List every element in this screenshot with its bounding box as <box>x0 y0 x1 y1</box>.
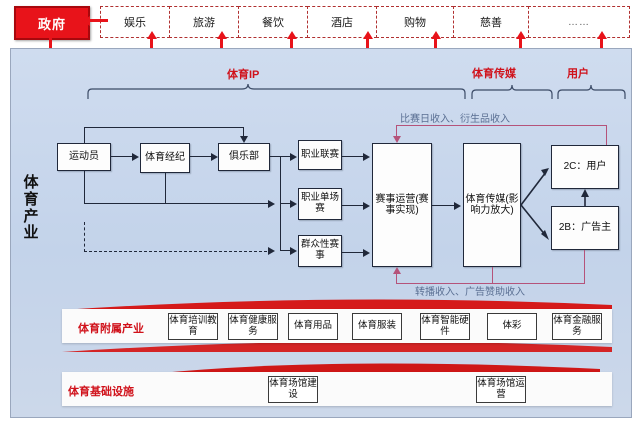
revenue-bottom-right-leg <box>584 250 586 283</box>
group-label-users: 用户 <box>567 68 589 80</box>
arrow-up-hotel <box>362 31 373 52</box>
link-athlete-over-club <box>84 127 244 129</box>
node-mass-event: 群众性赛事 <box>298 235 342 267</box>
node-2b-advertiser: 2B：广告主 <box>551 206 619 250</box>
arrowhead-prosingle-ops <box>363 201 370 210</box>
link-athlete-agency <box>111 156 132 158</box>
revenue-bottom-mid-leg <box>492 267 494 283</box>
link-athlete-massevent-dashed <box>84 251 272 252</box>
segment-catering: 餐饮 <box>238 6 308 38</box>
revenue-top-arrowhead <box>392 136 401 143</box>
revenue-bottom-line <box>396 283 585 285</box>
arrowhead-athlete-prosingle <box>268 199 275 208</box>
revenue-bottom-label: 转播收入、广告赞助收入 <box>415 287 525 298</box>
link-club-prosingle <box>280 203 290 205</box>
arrowhead-proleague-ops <box>363 152 370 161</box>
arrowhead-club-massevent <box>290 246 297 255</box>
revenue-top-line <box>396 125 607 127</box>
arrowhead-agency-club <box>211 152 218 161</box>
link-athlete-down <box>84 171 86 204</box>
link-athlete-up <box>84 127 86 143</box>
infrastructure-item-construction: 体育场馆建设 <box>268 376 318 403</box>
sports-industry-panel <box>10 48 632 418</box>
group-label-sports-ip: 体育IP <box>227 69 260 81</box>
link-proleague-ops <box>342 156 363 158</box>
infrastructure-label: 体育基础设施 <box>68 386 134 398</box>
arrowhead-ops-media <box>454 201 461 210</box>
node-pro-single: 职业单场赛 <box>298 188 342 220</box>
node-2c-user: 2C：用户 <box>551 145 619 189</box>
node-agency: 体育经纪 <box>140 143 190 173</box>
group-label-sports-media: 体育传媒 <box>472 68 516 80</box>
link-athlete-dashed-down <box>84 222 85 252</box>
link-ops-media <box>432 205 454 207</box>
arrow-to-government <box>82 15 108 26</box>
panel-vertical-title: 体育产业 <box>23 174 39 242</box>
arrow-up-ellipsis <box>596 31 607 52</box>
segment-tourism: 旅游 <box>169 6 239 38</box>
link-agency-down <box>165 173 167 204</box>
arrowhead-club-prosingle <box>290 199 297 208</box>
link-club-massevent <box>280 250 290 252</box>
affiliated-item-finance: 体育金融服务 <box>552 313 602 340</box>
link-massevent-ops <box>342 252 363 254</box>
link-down-to-club <box>243 127 245 136</box>
affiliated-item-lottery: 体彩 <box>487 313 537 340</box>
arrowhead-club-proleague <box>290 152 297 161</box>
link-club-drop2 <box>280 203 282 251</box>
revenue-bottom-left-leg <box>396 274 398 283</box>
revenue-bottom-arrowhead <box>392 267 401 274</box>
arrowhead-massevent-ops <box>363 248 370 257</box>
node-athlete: 运动员 <box>57 143 111 171</box>
arrowhead-athlete-agency <box>132 152 139 161</box>
node-event-operation: 赛事运营(赛事实现) <box>372 143 432 267</box>
node-sports-media: 体育传媒(影响力放大) <box>463 143 521 267</box>
affiliated-item-hardware: 体育智能硬件 <box>420 313 470 340</box>
segment-ellipsis: …… <box>528 6 630 38</box>
arrowhead-to-club <box>239 136 248 143</box>
revenue-top-right-leg <box>606 125 608 145</box>
link-agency-club <box>190 156 211 158</box>
affiliated-item-training: 体育培训教育 <box>168 313 218 340</box>
arrowhead-athlete-massevent <box>268 246 275 255</box>
arrow-up-tourism <box>216 31 227 52</box>
government-box: 政府 <box>14 6 90 40</box>
affiliated-item-goods: 体育用品 <box>288 313 338 340</box>
arrow-up-charity <box>515 31 526 52</box>
infrastructure-item-operation: 体育场馆运营 <box>476 376 526 403</box>
link-club-drop <box>280 156 282 204</box>
arrow-up-entertainment <box>146 31 157 52</box>
revenue-top-label: 比赛日收入、衍生品收入 <box>400 114 510 125</box>
node-club: 俱乐部 <box>218 143 270 171</box>
affiliated-item-health: 体育健康服务 <box>228 313 278 340</box>
segment-entertainment: 娱乐 <box>100 6 170 38</box>
node-pro-league: 职业联赛 <box>298 140 342 170</box>
segment-shopping: 购物 <box>376 6 454 38</box>
segment-hotel: 酒店 <box>307 6 377 38</box>
affiliated-item-apparel: 体育服装 <box>352 313 402 340</box>
link-athlete-prosingle <box>84 203 272 205</box>
arrow-up-shopping <box>430 31 441 52</box>
affiliated-label: 体育附属产业 <box>78 323 144 335</box>
link-prosingle-ops <box>342 205 363 207</box>
infrastructure-strip <box>62 372 612 406</box>
revenue-top-left-leg <box>396 125 398 137</box>
arrow-up-catering <box>286 31 297 52</box>
